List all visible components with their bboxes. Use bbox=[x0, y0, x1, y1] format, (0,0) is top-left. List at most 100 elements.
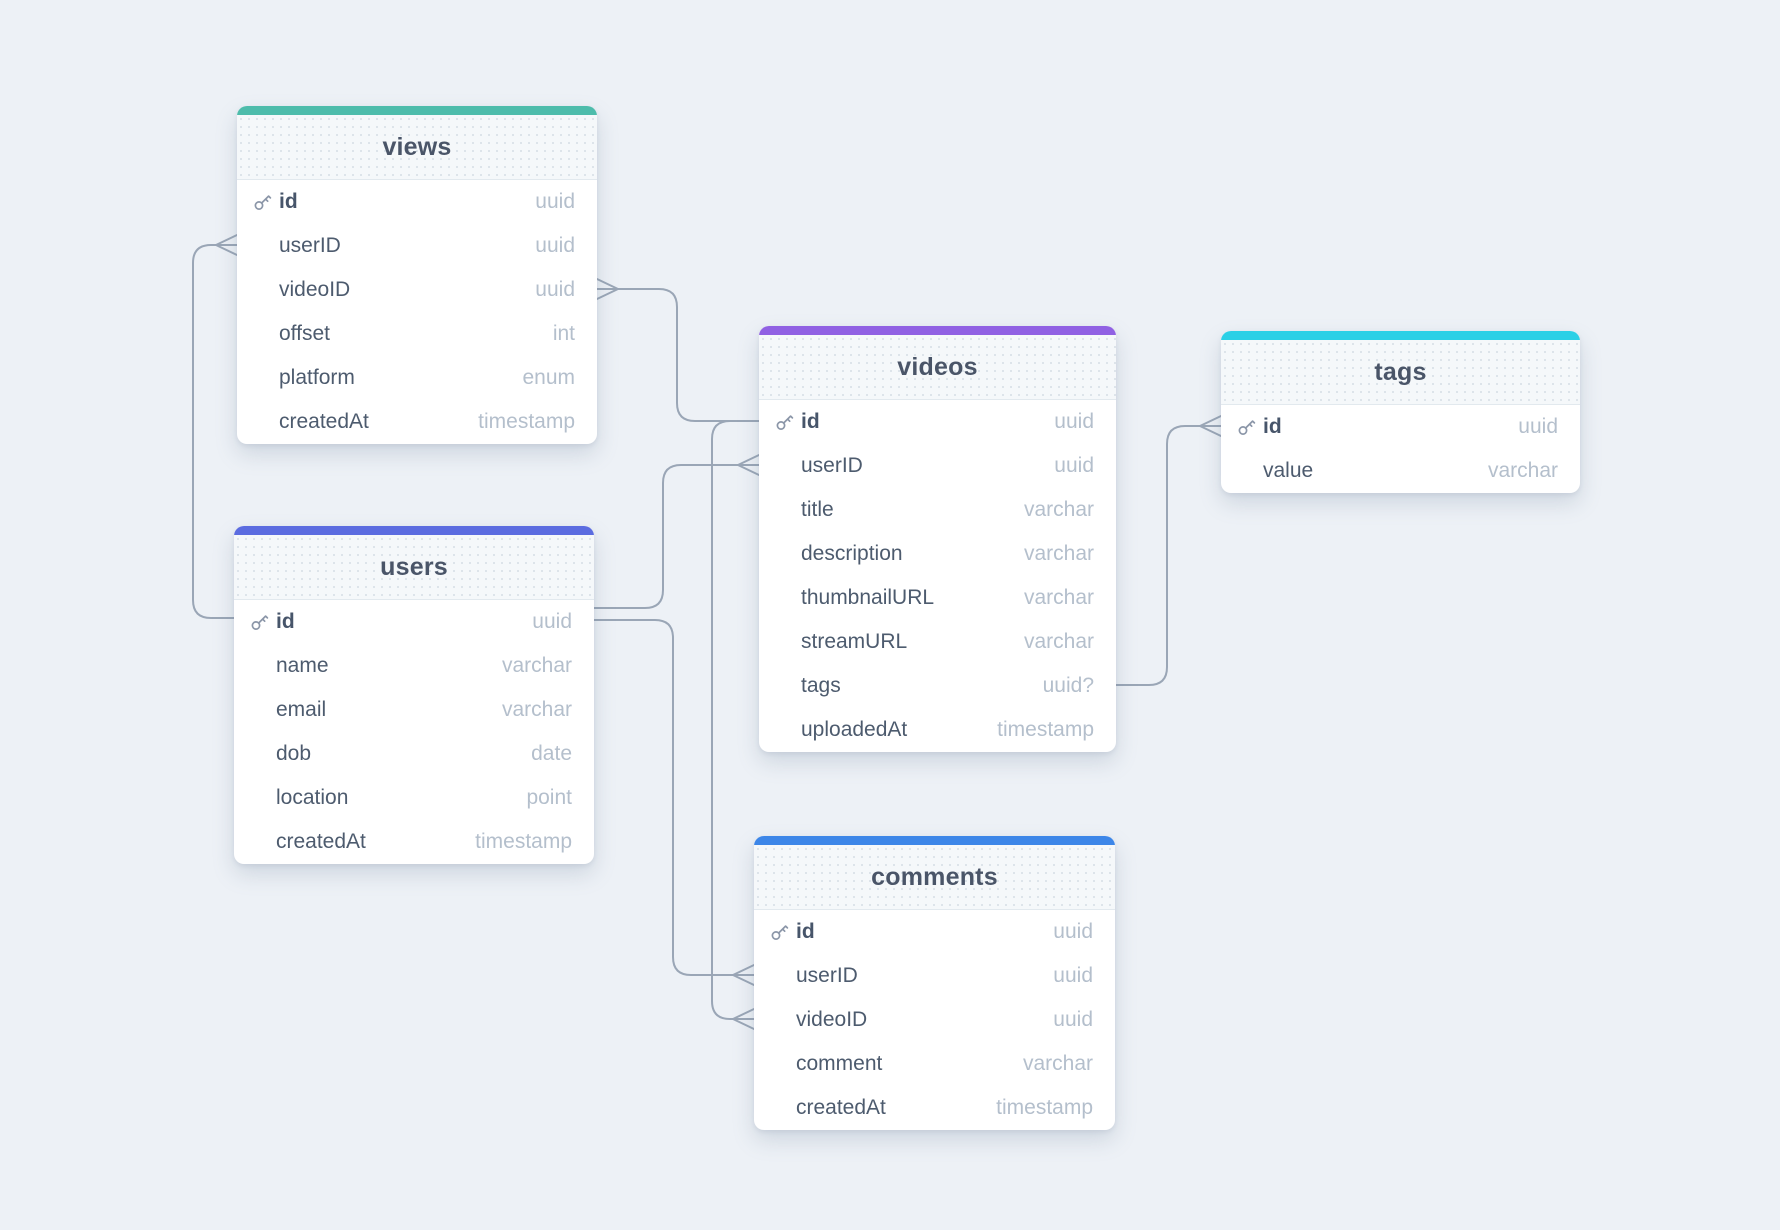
primary-key-icon bbox=[250, 611, 276, 633]
table-videos-title: videos bbox=[897, 352, 978, 381]
table-users[interactable]: users id uuid name varchar email varchar bbox=[234, 526, 594, 864]
relation-tags-videos[interactable] bbox=[1115, 415, 1222, 686]
field-row[interactable]: thumbnailURL varchar bbox=[759, 576, 1116, 620]
table-tags[interactable]: tags id uuid value varchar bbox=[1221, 331, 1580, 493]
field-row[interactable]: offset int bbox=[237, 312, 597, 356]
icon-spacer bbox=[770, 1053, 796, 1075]
field-type: uuid bbox=[535, 278, 575, 301]
field-row[interactable]: location point bbox=[234, 776, 594, 820]
icon-spacer bbox=[1237, 460, 1263, 482]
field-name: platform bbox=[279, 366, 355, 389]
relation-users-views-line[interactable] bbox=[192, 244, 235, 619]
relation-users-views[interactable] bbox=[192, 234, 238, 619]
field-row[interactable]: id uuid bbox=[754, 910, 1115, 954]
field-type: varchar bbox=[1022, 1052, 1093, 1075]
relation-users-videos[interactable] bbox=[593, 454, 760, 609]
table-views-title: views bbox=[382, 132, 452, 161]
table-comments-title: comments bbox=[871, 862, 998, 891]
relation-videos-views-line[interactable] bbox=[617, 288, 760, 422]
icon-spacer bbox=[253, 323, 279, 345]
field-name: userID bbox=[801, 454, 863, 477]
table-users-accent-bar bbox=[234, 526, 594, 535]
field-row[interactable]: uploadedAt timestamp bbox=[759, 708, 1116, 752]
table-views-rows: id uuid userID uuid videoID uuid offset … bbox=[237, 180, 597, 444]
field-row[interactable]: name varchar bbox=[234, 644, 594, 688]
field-name: uploadedAt bbox=[801, 718, 908, 741]
field-row[interactable]: createdAt timestamp bbox=[754, 1086, 1115, 1130]
table-videos-header[interactable]: videos bbox=[759, 335, 1116, 400]
crows-foot-icon bbox=[596, 278, 619, 300]
icon-spacer bbox=[253, 411, 279, 433]
relation-users-comments-line[interactable] bbox=[593, 619, 734, 976]
field-row[interactable]: value varchar bbox=[1221, 449, 1580, 493]
field-row[interactable]: comment varchar bbox=[754, 1042, 1115, 1086]
field-row[interactable]: userID uuid bbox=[237, 224, 597, 268]
field-name: name bbox=[276, 654, 329, 677]
relation-tags-videos-line[interactable] bbox=[1115, 425, 1201, 686]
table-users-header[interactable]: users bbox=[234, 535, 594, 600]
icon-spacer bbox=[250, 787, 276, 809]
relation-videos-comments[interactable] bbox=[711, 420, 760, 1030]
field-row[interactable]: platform enum bbox=[237, 356, 597, 400]
field-name: thumbnailURL bbox=[801, 586, 935, 609]
table-views[interactable]: views id uuid userID uuid videoID uuid bbox=[237, 106, 597, 444]
field-row[interactable]: createdAt timestamp bbox=[234, 820, 594, 864]
field-type: uuid bbox=[1054, 454, 1094, 477]
field-name: id bbox=[1263, 415, 1282, 438]
icon-spacer bbox=[253, 367, 279, 389]
field-row[interactable]: id uuid bbox=[759, 400, 1116, 444]
relation-users-videos-line[interactable] bbox=[593, 464, 739, 609]
field-row[interactable]: createdAt timestamp bbox=[237, 400, 597, 444]
field-row[interactable]: id uuid bbox=[234, 600, 594, 644]
field-row[interactable]: id uuid bbox=[1221, 405, 1580, 449]
field-type: varchar bbox=[1023, 542, 1094, 565]
field-name: videoID bbox=[279, 278, 351, 301]
primary-key-icon bbox=[1237, 416, 1263, 438]
icon-spacer bbox=[250, 831, 276, 853]
field-type: uuid bbox=[1053, 1008, 1093, 1031]
field-type: enum bbox=[522, 366, 575, 389]
field-name: createdAt bbox=[279, 410, 369, 433]
table-comments-header[interactable]: comments bbox=[754, 845, 1115, 910]
field-type: uuid? bbox=[1042, 674, 1094, 697]
field-type: uuid bbox=[1053, 920, 1093, 943]
table-views-header[interactable]: views bbox=[237, 115, 597, 180]
relation-users-comments[interactable] bbox=[593, 619, 755, 986]
icon-spacer bbox=[250, 655, 276, 677]
table-videos-accent-bar bbox=[759, 326, 1116, 335]
field-row[interactable]: videoID uuid bbox=[237, 268, 597, 312]
field-row[interactable]: userID uuid bbox=[759, 444, 1116, 488]
field-type: uuid bbox=[535, 190, 575, 213]
field-row[interactable]: userID uuid bbox=[754, 954, 1115, 998]
field-name: title bbox=[801, 498, 834, 521]
table-tags-header[interactable]: tags bbox=[1221, 340, 1580, 405]
field-name: userID bbox=[279, 234, 341, 257]
table-comments[interactable]: comments id uuid userID uuid videoID uui… bbox=[754, 836, 1115, 1130]
field-row[interactable]: id uuid bbox=[237, 180, 597, 224]
field-row[interactable]: email varchar bbox=[234, 688, 594, 732]
field-type: timestamp bbox=[475, 830, 572, 853]
field-row[interactable]: description varchar bbox=[759, 532, 1116, 576]
field-row[interactable]: streamURL varchar bbox=[759, 620, 1116, 664]
field-name: dob bbox=[276, 742, 312, 765]
field-row[interactable]: tags uuid? bbox=[759, 664, 1116, 708]
field-row[interactable]: dob date bbox=[234, 732, 594, 776]
field-type: timestamp bbox=[996, 1096, 1093, 1119]
relation-videos-comments-line[interactable] bbox=[711, 420, 760, 1020]
field-type: varchar bbox=[501, 654, 572, 677]
table-videos[interactable]: videos id uuid userID uuid title varchar bbox=[759, 326, 1116, 752]
field-name: id bbox=[796, 920, 815, 943]
field-name: tags bbox=[801, 674, 841, 697]
field-type: varchar bbox=[1023, 630, 1094, 653]
relation-videos-views[interactable] bbox=[596, 278, 760, 422]
table-users-rows: id uuid name varchar email varchar dob d… bbox=[234, 600, 594, 864]
field-name: videoID bbox=[796, 1008, 868, 1031]
field-type: timestamp bbox=[997, 718, 1094, 741]
table-users-title: users bbox=[380, 552, 448, 581]
field-row[interactable]: videoID uuid bbox=[754, 998, 1115, 1042]
field-row[interactable]: title varchar bbox=[759, 488, 1116, 532]
field-type: uuid bbox=[1518, 415, 1558, 438]
field-name: createdAt bbox=[796, 1096, 886, 1119]
field-name: location bbox=[276, 786, 349, 809]
